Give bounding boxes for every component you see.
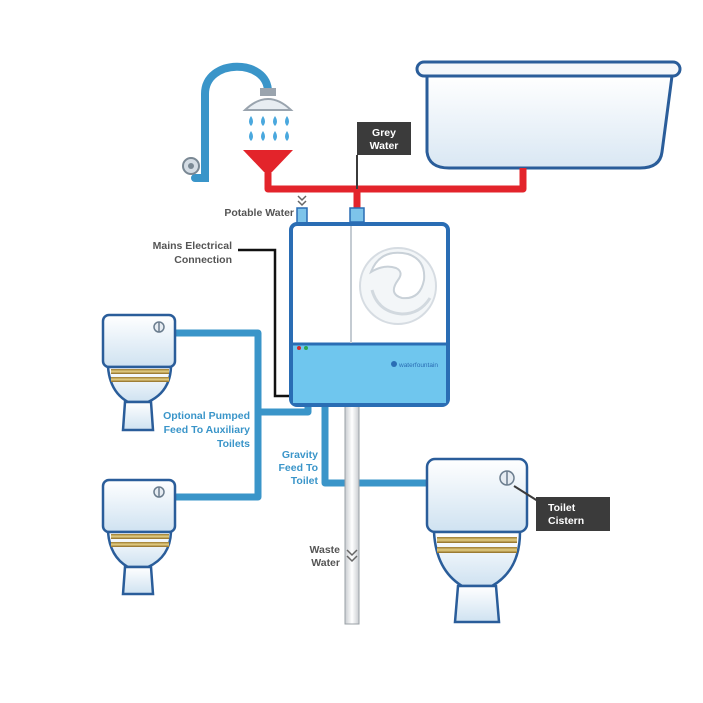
toilet-icon [425,457,529,624]
gravity-feed-label-3: Toilet [291,475,319,487]
toilet-icon [101,313,177,432]
toilet-cistern-callout: Toilet Cistern [513,485,610,531]
gravity-feed-label-2: Feed To [279,462,318,474]
brand-label: waterfountain [398,362,438,369]
grey-water-pipe [264,168,527,210]
waste-water-label-1: Waste [309,544,340,556]
pumped-feed-label-1: Optional Pumped [163,410,250,422]
grey-water-label-1: Grey [372,127,396,139]
toilet-cistern-label-1: Toilet [548,502,576,514]
mains-electrical-label-1: Mains Electrical [153,240,232,252]
shower-drain-funnel [243,150,293,172]
waste-water-label-2: Water [311,557,340,569]
waste-water-pipe [344,403,360,625]
grey-water-label-2: Water [370,140,399,152]
toilet-icon [101,478,177,596]
bathtub-icon [415,60,682,170]
gravity-feed-label-1: Gravity [282,449,318,461]
grey-water-callout: Grey Water [356,122,411,189]
toilet-cistern-label-2: Cistern [548,515,584,527]
shower-icon [182,62,294,182]
gravity-feed-pipe [321,405,432,487]
pumped-feed-label-3: Toilets [217,438,250,450]
recycling-unit-icon: waterfountain [289,222,450,407]
pumped-feed-label-2: Feed To Auxiliary [164,424,251,436]
mains-electrical-label-2: Connection [174,254,232,266]
grey-water-inlet [349,207,365,223]
electrical-cable [238,248,294,398]
potable-water-label: Potable Water [224,207,294,219]
potable-water-inlet [296,195,308,225]
